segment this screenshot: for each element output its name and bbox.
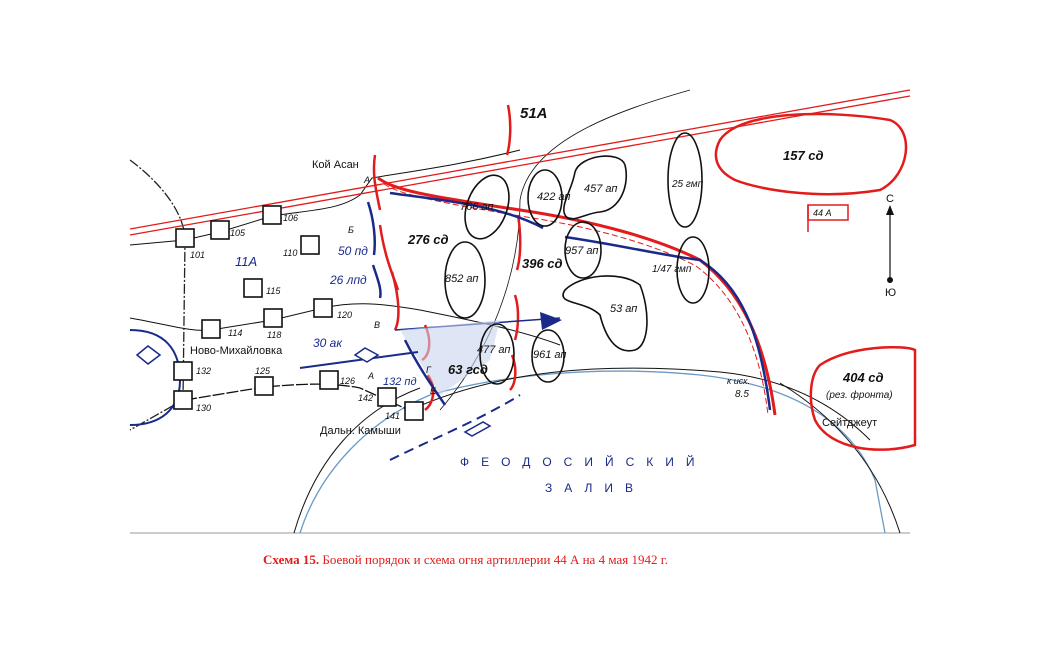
- unit-44a: 44 А: [813, 208, 832, 218]
- artillery-oval: [676, 236, 710, 304]
- artillery-53ap: 53 ап: [610, 303, 637, 315]
- boat-icon: [463, 421, 492, 437]
- command-post-icon: [353, 347, 380, 363]
- unit-132pd: 132 пд: [383, 376, 417, 388]
- artillery-25gmp: 25 гмп: [671, 179, 704, 190]
- svg-text:114: 114: [228, 328, 242, 338]
- place-seitdzheut: Сейтджеут: [822, 417, 877, 429]
- unit-63gsd: 63 гсд: [448, 362, 488, 377]
- road-south: [184, 383, 414, 413]
- svg-text:126: 126: [340, 376, 355, 386]
- railway: [129, 95, 911, 236]
- artillery-oval: [667, 132, 703, 228]
- svg-text:120: 120: [337, 310, 352, 320]
- svg-text:130: 130: [196, 403, 211, 413]
- artillery-766ap: 766 ап: [460, 201, 493, 213]
- diamond-icon: [135, 345, 162, 365]
- place-koi-asan: Кой Асан: [312, 159, 359, 171]
- unit-157sd: 157 сд: [783, 148, 824, 163]
- kisx-label: к исх.: [727, 376, 750, 386]
- svg-text:118: 118: [267, 330, 281, 340]
- unit-26lpd: 26 лпд: [329, 273, 367, 287]
- north-arrow-icon: [886, 205, 894, 215]
- naval-landing-arrow: [389, 394, 521, 461]
- attack-arrow-head: [540, 312, 562, 330]
- svg-text:141: 141: [385, 411, 400, 421]
- height-labels: 101 105 106 110 115 114 118 120 132 130 …: [190, 213, 400, 421]
- svg-text:105: 105: [230, 228, 246, 238]
- sea-label: ЗАЛИВ: [545, 481, 645, 495]
- unit-396sd: 396 сд: [522, 256, 563, 271]
- railway: [129, 89, 911, 230]
- svg-text:Б: Б: [348, 225, 354, 235]
- svg-text:110: 110: [283, 248, 297, 258]
- coast-road: [409, 367, 871, 441]
- caption-prefix: Схема 15.: [263, 552, 319, 567]
- artillery-oval: [562, 275, 648, 352]
- unit-51a: 51А: [520, 105, 548, 122]
- compass-south: Ю: [885, 287, 896, 299]
- svg-text:В: В: [374, 320, 380, 330]
- place-daln-kamyshi: Дальн. Камыши: [320, 425, 401, 437]
- artillery-oval: [564, 221, 602, 279]
- svg-text:101: 101: [190, 250, 205, 260]
- svg-text:106: 106: [283, 213, 298, 223]
- artillery-oval: [479, 323, 515, 385]
- compass-dot: [887, 277, 893, 283]
- artillery-oval: [531, 329, 565, 383]
- artillery-oval: [464, 174, 510, 240]
- svg-text:115: 115: [266, 286, 281, 296]
- road-ns: [129, 159, 186, 431]
- place-novo-mikhailovka: Ново-Михайловка: [190, 345, 283, 357]
- unit-11a: 11А: [235, 254, 257, 269]
- svg-text:Г: Г: [426, 365, 432, 375]
- road-east: [779, 382, 901, 534]
- artillery-457ap: 457 ап: [584, 183, 617, 195]
- artillery-422ap: 422 ап: [537, 191, 570, 203]
- artillery-oval: [527, 169, 563, 227]
- unit-404sd-note: (рез. фронта): [826, 389, 893, 401]
- unit-50pd: 50 пд: [338, 244, 368, 258]
- fire-sector: [400, 320, 500, 395]
- sector-labels: А Б В Г Е А: [348, 175, 437, 396]
- unit-404sd: 404 сд: [842, 370, 884, 385]
- artillery-147gmp: 1/47 гмп: [652, 264, 692, 275]
- kisx-value: 8.5: [735, 389, 749, 400]
- road-west: [293, 387, 421, 534]
- road-middle: [129, 303, 561, 346]
- svg-text:142: 142: [358, 393, 373, 403]
- artillery-957ap: 957 ап: [565, 245, 598, 257]
- svg-text:А: А: [367, 371, 374, 381]
- svg-text:125: 125: [255, 366, 271, 376]
- unit-276sd: 276 сд: [407, 232, 449, 247]
- artillery-961ap: 961 ап: [533, 349, 566, 361]
- unit-30ak: 30 ак: [313, 336, 343, 350]
- svg-text:132: 132: [196, 366, 211, 376]
- zone-157sd: [714, 112, 908, 196]
- svg-text:А: А: [363, 175, 370, 185]
- zone-404sd: [809, 346, 917, 451]
- coastline: [299, 370, 886, 534]
- artillery-oval: [444, 241, 486, 319]
- artillery-852ap: 852 ап: [445, 273, 478, 285]
- compass-north: С: [886, 193, 894, 205]
- attack-arrow-30ak: [299, 351, 419, 369]
- caption-text: Боевой порядок и схема огня артиллерии 4…: [322, 552, 667, 567]
- height-markers: [173, 205, 424, 421]
- enemy-lines: [366, 191, 772, 411]
- svg-text:Е: Е: [430, 386, 437, 396]
- map-caption: Схема 15. Боевой порядок и схема огня ар…: [263, 552, 668, 567]
- artillery-477ap: 477 ап: [477, 344, 510, 356]
- enemy-arc-west: [129, 329, 182, 426]
- artillery-oval: [563, 155, 627, 220]
- sea-label: ФЕОДОСИЙСКИЙ: [460, 454, 706, 469]
